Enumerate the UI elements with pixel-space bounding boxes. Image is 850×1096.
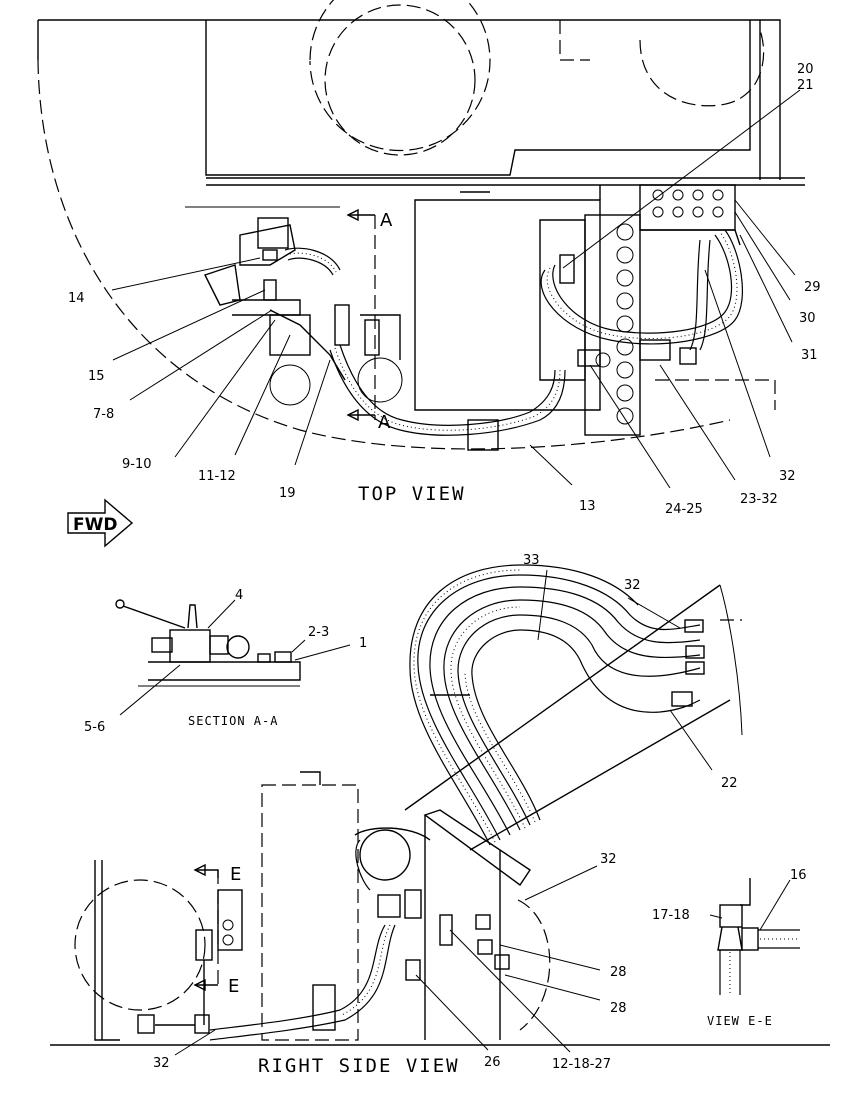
callout-4: 4 — [235, 588, 243, 603]
callout-30: 30 — [799, 311, 816, 326]
callout-17-18: 17-18 — [652, 908, 690, 923]
callout-13: 13 — [579, 499, 596, 514]
callout-33: 33 — [523, 553, 540, 568]
callout-7-8: 7-8 — [93, 407, 114, 422]
fwd-label: FWD — [73, 515, 117, 535]
section-aa-drawing — [115, 599, 301, 687]
callout-28-upper: 28 — [610, 965, 627, 980]
top-view-drawing — [37, 0, 805, 451]
callout-1: 1 — [359, 636, 367, 651]
callout-21: 21 — [797, 78, 814, 93]
callout-23-32: 23-32 — [740, 492, 778, 507]
callout-26: 26 — [484, 1055, 501, 1070]
callout-15: 15 — [88, 369, 105, 384]
callout-28-lower: 28 — [610, 1001, 627, 1016]
callout-9-10: 9-10 — [122, 457, 152, 472]
callout-19: 19 — [279, 486, 296, 501]
callout-24-25: 24-25 — [665, 502, 703, 517]
callout-16: 16 — [790, 868, 807, 883]
callout-31: 31 — [801, 348, 818, 363]
callout-32-upper-right: 32 — [624, 578, 641, 593]
section-aa-title: SECTION A-A — [188, 714, 278, 728]
top-view-title: TOP VIEW — [358, 483, 466, 505]
leader-lines — [111, 89, 801, 1056]
view-ee-title: VIEW E-E — [707, 1014, 773, 1028]
right-side-view-title: RIGHT SIDE VIEW — [258, 1055, 460, 1077]
callout-32-mid-right: 32 — [600, 852, 617, 867]
callout-11-12: 11-12 — [198, 469, 236, 484]
callout-12-18-27: 12-18-27 — [552, 1057, 611, 1072]
callout-2-3: 2-3 — [308, 625, 329, 640]
callout-5-6: 5-6 — [84, 720, 105, 735]
callout-32-bottom-left: 32 — [153, 1056, 170, 1071]
section-mark-e-bottom: E — [228, 976, 239, 997]
callout-22: 22 — [721, 776, 738, 791]
callout-32-top: 32 — [779, 469, 796, 484]
right-side-view-drawing — [50, 564, 830, 1046]
section-mark-e-top: E — [230, 864, 241, 885]
callout-29: 29 — [804, 280, 821, 295]
section-mark-a-bottom: A — [378, 412, 391, 433]
section-mark-a-top: A — [380, 210, 393, 231]
view-ee-drawing — [717, 878, 800, 995]
callout-14: 14 — [68, 291, 85, 306]
callout-20: 20 — [797, 62, 814, 77]
fwd-arrow-icon — [67, 498, 134, 548]
